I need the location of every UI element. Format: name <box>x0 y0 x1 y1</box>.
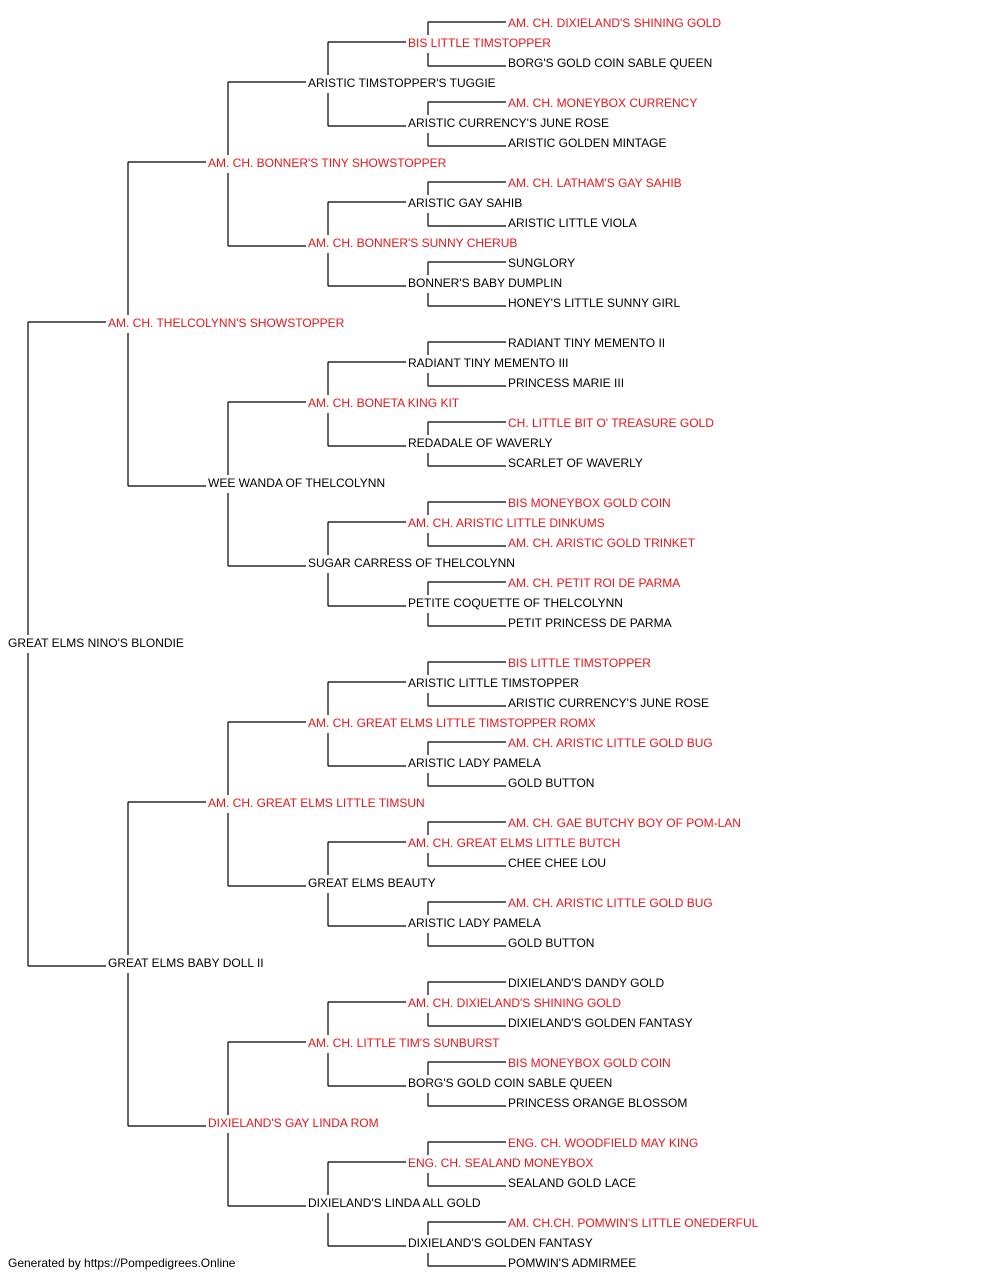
g3-grandparent-sire-name[interactable]: BIS MONEYBOX GOLD COIN <box>508 1056 671 1070</box>
g3-grandparent-dam-name[interactable]: SCARLET OF WAVERLY <box>508 456 643 470</box>
grandparent-dam-name[interactable]: DIXIELAND'S GAY LINDA ROM <box>208 1116 379 1130</box>
g3-grandparent-sire-name[interactable]: BIS LITTLE TIMSTOPPER <box>508 656 651 670</box>
g3-grandparent-dam-name[interactable]: POMWIN'S ADMIRMEE <box>508 1256 636 1270</box>
g3-grandparent-dam-name[interactable]: HONEY'S LITTLE SUNNY GIRL <box>508 296 680 310</box>
parent-sire-name[interactable]: AM. CH. THELCOLYNN'S SHOWSTOPPER <box>108 316 345 330</box>
g3-grandparent-sire-name[interactable]: SUNGLORY <box>508 256 575 270</box>
g2-grandparent-sire-name[interactable]: AM. CH. DIXIELAND'S SHINING GOLD <box>408 996 621 1010</box>
g3-grandparent-dam-name[interactable]: PRINCESS ORANGE BLOSSOM <box>508 1096 687 1110</box>
g3-grandparent-sire-name[interactable]: CH. LITTLE BIT O' TREASURE GOLD <box>508 416 714 430</box>
g3-grandparent-sire-name[interactable]: AM. CH. ARISTIC LITTLE GOLD BUG <box>508 896 713 910</box>
grandparent-dam-name[interactable]: WEE WANDA OF THELCOLYNN <box>208 476 385 490</box>
g3-grandparent-dam-name[interactable]: PRINCESS MARIE III <box>508 376 624 390</box>
g2-grandparent-dam-name[interactable]: PETITE COQUETTE OF THELCOLYNN <box>408 596 623 610</box>
grandparent-sire-name[interactable]: AM. CH. GREAT ELMS LITTLE TIMSUN <box>208 796 425 810</box>
g3-grandparent-dam-name[interactable]: GOLD BUTTON <box>508 776 594 790</box>
g3-grandparent-dam-name[interactable]: ARISTIC GOLDEN MINTAGE <box>508 136 666 150</box>
g3-grandparent-dam-name[interactable]: CHEE CHEE LOU <box>508 856 606 870</box>
grandparent-sire-name[interactable]: AM. CH. BONNER'S TINY SHOWSTOPPER <box>208 156 447 170</box>
g2-grandparent-dam-name[interactable]: ARISTIC CURRENCY'S JUNE ROSE <box>408 116 609 130</box>
g2-grandparent-dam-name[interactable]: ARISTIC LADY PAMELA <box>408 756 541 770</box>
g3-grandparent-dam-name[interactable]: PETIT PRINCESS DE PARMA <box>508 616 672 630</box>
great-grandparent-dam-name[interactable]: GREAT ELMS BEAUTY <box>308 876 436 890</box>
great-grandparent-dam-name[interactable]: AM. CH. BONNER'S SUNNY CHERUB <box>308 236 517 250</box>
g3-grandparent-sire-name[interactable]: AM. CH. PETIT ROI DE PARMA <box>508 576 680 590</box>
pedigree-connector-lines <box>27 21 506 1267</box>
g2-grandparent-sire-name[interactable]: AM. CH. GREAT ELMS LITTLE BUTCH <box>408 836 620 850</box>
g2-grandparent-sire-name[interactable]: RADIANT TINY MEMENTO III <box>408 356 568 370</box>
g2-grandparent-sire-name[interactable]: BIS LITTLE TIMSTOPPER <box>408 36 551 50</box>
g3-grandparent-dam-name[interactable]: BORG'S GOLD COIN SABLE QUEEN <box>508 56 712 70</box>
g3-grandparent-sire-name[interactable]: DIXIELAND'S DANDY GOLD <box>508 976 664 990</box>
great-grandparent-dam-name[interactable]: SUGAR CARRESS OF THELCOLYNN <box>308 556 515 570</box>
g2-grandparent-sire-name[interactable]: ARISTIC LITTLE TIMSTOPPER <box>408 676 579 690</box>
pedigree-names: GREAT ELMS NINO'S BLONDIE AM. CH. THELCOL… <box>8 16 759 1270</box>
subject-subject-name[interactable]: GREAT ELMS NINO'S BLONDIE <box>8 636 184 650</box>
g3-grandparent-sire-name[interactable]: AM. CH. ARISTIC LITTLE GOLD BUG <box>508 736 713 750</box>
g3-grandparent-dam-name[interactable]: ARISTIC CURRENCY'S JUNE ROSE <box>508 696 709 710</box>
great-grandparent-sire-name[interactable]: AM. CH. BONETA KING KIT <box>308 396 460 410</box>
g3-grandparent-sire-name[interactable]: ENG. CH. WOODFIELD MAY KING <box>508 1136 698 1150</box>
g2-grandparent-sire-name[interactable]: ENG. CH. SEALAND MONEYBOX <box>408 1156 593 1170</box>
g2-grandparent-sire-name[interactable]: ARISTIC GAY SAHIB <box>408 196 522 210</box>
great-grandparent-sire-name[interactable]: AM. CH. GREAT ELMS LITTLE TIMSTOPPER ROM… <box>308 716 596 730</box>
g3-grandparent-dam-name[interactable]: ARISTIC LITTLE VIOLA <box>508 216 637 230</box>
g3-grandparent-sire-name[interactable]: BIS MONEYBOX GOLD COIN <box>508 496 671 510</box>
parent-dam-name[interactable]: GREAT ELMS BABY DOLL II <box>108 956 264 970</box>
g3-grandparent-sire-name[interactable]: AM. CH. GAE BUTCHY BOY OF POM-LAN <box>508 816 741 830</box>
great-grandparent-dam-name[interactable]: DIXIELAND'S LINDA ALL GOLD <box>308 1196 481 1210</box>
g2-grandparent-dam-name[interactable]: ARISTIC LADY PAMELA <box>408 916 541 930</box>
g3-grandparent-sire-name[interactable]: AM. CH. LATHAM'S GAY SAHIB <box>508 176 682 190</box>
g3-grandparent-sire-name[interactable]: AM. CH. MONEYBOX CURRENCY <box>508 96 697 110</box>
g3-grandparent-sire-name[interactable]: RADIANT TINY MEMENTO II <box>508 336 665 350</box>
g3-grandparent-sire-name[interactable]: AM. CH.CH. POMWIN'S LITTLE ONEDERFUL <box>508 1216 759 1230</box>
g2-grandparent-dam-name[interactable]: REDADALE OF WAVERLY <box>408 436 552 450</box>
footer-credit: Generated by https://Pompedigrees.Online <box>8 1256 236 1270</box>
g2-grandparent-dam-name[interactable]: BORG'S GOLD COIN SABLE QUEEN <box>408 1076 612 1090</box>
g3-grandparent-dam-name[interactable]: SEALAND GOLD LACE <box>508 1176 636 1190</box>
great-grandparent-sire-name[interactable]: ARISTIC TIMSTOPPER'S TUGGIE <box>308 76 496 90</box>
g3-grandparent-dam-name[interactable]: AM. CH. ARISTIC GOLD TRINKET <box>508 536 696 550</box>
g2-grandparent-sire-name[interactable]: AM. CH. ARISTIC LITTLE DINKUMS <box>408 516 605 530</box>
g3-grandparent-dam-name[interactable]: DIXIELAND'S GOLDEN FANTASY <box>508 1016 693 1030</box>
g2-grandparent-dam-name[interactable]: BONNER'S BABY DUMPLIN <box>408 276 562 290</box>
g2-grandparent-dam-name[interactable]: DIXIELAND'S GOLDEN FANTASY <box>408 1236 593 1250</box>
g3-grandparent-sire-name[interactable]: AM. CH. DIXIELAND'S SHINING GOLD <box>508 16 721 30</box>
great-grandparent-sire-name[interactable]: AM. CH. LITTLE TIM'S SUNBURST <box>308 1036 500 1050</box>
g3-grandparent-dam-name[interactable]: GOLD BUTTON <box>508 936 594 950</box>
